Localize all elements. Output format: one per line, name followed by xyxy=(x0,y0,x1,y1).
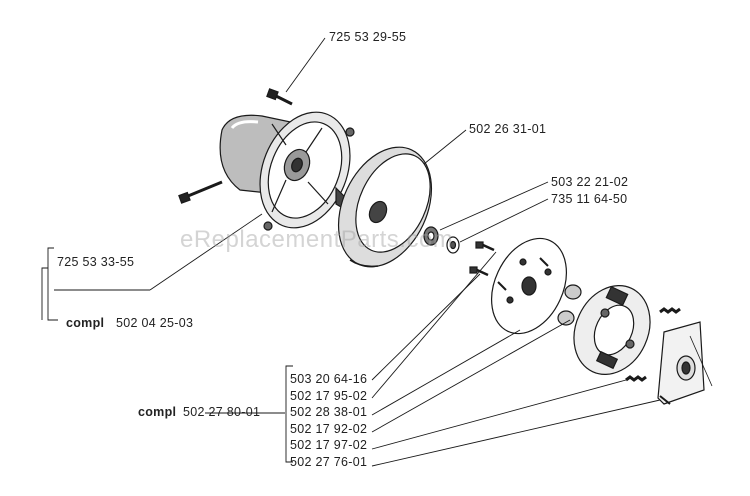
bearing xyxy=(423,226,460,254)
watermark: eReplacementParts.com xyxy=(180,226,454,253)
label-725-53-29-55: 725 53 29-55 xyxy=(329,30,407,44)
label-503-22-21-02: 503 22 21-02 xyxy=(551,175,629,189)
clutch-drum xyxy=(335,146,433,268)
label-735-11-64-50: 735 11 64-50 xyxy=(551,192,628,206)
group-list-item: 502 28 38-01 xyxy=(290,405,368,419)
label-725-53-33-55: 725 53 33-55 xyxy=(57,255,135,269)
screw-top xyxy=(266,88,293,106)
group-list-item: 502 17 97-02 xyxy=(290,438,368,452)
springs xyxy=(625,307,681,382)
compl-label-bottom: compl xyxy=(138,405,177,419)
mount-bracket xyxy=(657,321,713,405)
group-list-item: 503 20 64-16 xyxy=(290,372,368,386)
compl-part-number-bottom: 502 27 80-01 xyxy=(183,405,261,419)
screw-left xyxy=(178,180,223,204)
compl-part-number-top: 502 04 25-03 xyxy=(116,316,194,330)
clutch-housing xyxy=(219,111,355,231)
group-list-item: 502 17 95-02 xyxy=(290,389,368,403)
group-list-item: 502 27 76-01 xyxy=(290,455,368,469)
bushings xyxy=(557,284,582,326)
group-list-item: 502 17 92-02 xyxy=(290,422,368,436)
clutch-plate xyxy=(491,237,567,335)
clutch-shoes xyxy=(573,285,651,375)
compl-label-top: compl xyxy=(66,316,105,330)
leader-lines xyxy=(41,37,661,467)
label-502-26-31-01: 502 26 31-01 xyxy=(469,122,547,136)
small-screws xyxy=(469,241,495,277)
